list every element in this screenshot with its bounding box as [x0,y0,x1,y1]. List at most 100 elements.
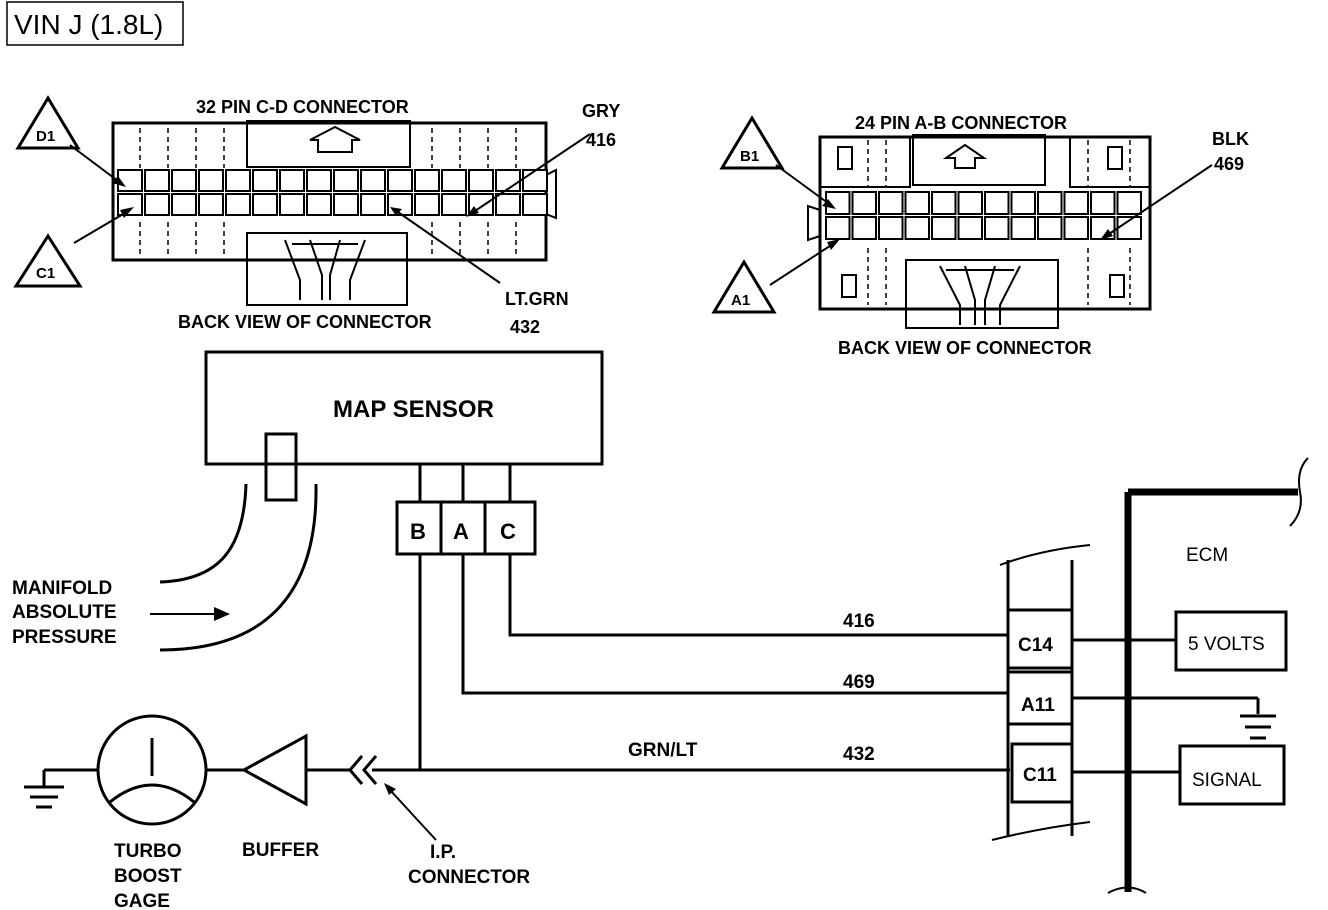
connector-pin [441,193,467,216]
terminal-a-label: A [453,519,469,544]
connector-pin [225,169,251,192]
diagram-title: VIN J (1.8L) [14,9,163,40]
connector-pin [984,216,1010,240]
ecm-label: ECM [1186,545,1228,566]
wire-gry-color: GRY [582,101,620,121]
connector-pin [144,193,170,216]
gage-label-2: BOOST [114,866,182,887]
connector-cd: 32 PIN C-D CONNECTOR BACK VIEW OF CONNEC… [13,95,620,337]
connector-pin [825,216,851,240]
ip-arrow-icon [384,783,396,795]
connector-pin [904,216,930,240]
connector-pin [441,169,467,192]
connector-pin [252,169,278,192]
turbo-boost-gage: TURBO BOOST GAGE [24,714,208,910]
ip-label-2: CONNECTOR [408,867,530,888]
connector-pin [144,169,170,192]
connector-pin [279,169,305,192]
gage-label-1: TURBO [114,841,182,862]
ecm-pin-a11: A11 [1021,695,1055,716]
connector-pin [333,193,359,216]
connector-pin [279,193,305,216]
five-volts-label: 5 VOLTS [1188,634,1265,655]
connector-pin [878,191,904,215]
manifold-line-3: PRESSURE [12,627,117,648]
connector-pin [1037,191,1063,215]
signal-label: SIGNAL [1192,770,1262,791]
connector-pin [387,169,413,192]
wire-blk-number: 469 [1214,154,1244,174]
gage-label-3: GAGE [114,891,170,910]
connector-pin [198,169,224,192]
connector-pin [522,169,548,192]
connector-cd-title: 32 PIN C-D CONNECTOR [196,97,409,117]
connector-cd-caption: BACK VIEW OF CONNECTOR [178,312,432,332]
connector-pin [957,216,983,240]
connector-pin [387,193,413,216]
connector-pin [1063,191,1089,215]
connector-ab-caption: BACK VIEW OF CONNECTOR [838,338,1092,358]
ecm-ground-icon [1240,714,1276,740]
connector-pin [1063,216,1089,240]
connector-pin [198,193,224,216]
terminal-b-label: B [410,519,426,544]
buffer: BUFFER [206,733,350,861]
connector-pin [957,191,983,215]
pin-d1-label: D1 [36,128,55,145]
ip-label-1: I.P. [430,842,456,863]
connector-ab-title: 24 PIN A-B CONNECTOR [855,113,1067,133]
connector-pin [495,193,521,216]
ecm: C14 A11 C11 ECM 5 VOLTS SIGNAL [991,457,1309,894]
connector-pin [171,193,197,216]
connector-pin [468,169,494,192]
ip-connector: I.P. CONNECTOR [348,755,530,888]
manifold-label: MANIFOLD ABSOLUTE PRESSURE [12,578,230,648]
connector-pin [931,216,957,240]
connector-pin [306,193,332,216]
wire-416-label: 416 [843,611,875,632]
pin-c1-label: C1 [36,265,55,282]
connector-ab: 24 PIN A-B CONNECTOR BACK VIEW OF CONNEC… [711,113,1249,358]
wire-gry-number: 416 [586,130,616,150]
ecm-pin-c11: C11 [1023,765,1057,786]
terminal-c-label: C [500,519,516,544]
connector-pin [851,191,877,215]
wire-469-label: 469 [843,672,875,693]
pressure-arrow-icon [214,607,230,621]
connector-pin [171,169,197,192]
connector-pin [878,216,904,240]
connector-pin [1010,216,1036,240]
wire-grn-lt-label: GRN/LT [628,740,698,761]
connector-cd-pin-grid [117,169,548,216]
connector-pin [984,191,1010,215]
connector-pin [1116,191,1142,215]
connector-pin [252,193,278,216]
connector-pin [851,216,877,240]
title-box: VIN J (1.8L) [6,1,184,46]
ground-icon [24,785,64,809]
wire-blk-color: BLK [1212,129,1249,149]
manifold-line-2: ABSOLUTE [12,602,117,623]
connector-pin [1037,216,1063,240]
wire-ltgrn-color: LT.GRN [505,289,569,309]
map-sensor-label: MAP SENSOR [333,396,494,423]
connector-pin [414,193,440,216]
connector-pin [904,191,930,215]
wiring: 416 469 GRN/LT 432 [372,554,1010,772]
manifold-line-1: MANIFOLD [12,578,112,599]
connector-pin [1090,191,1116,215]
connector-pin [225,193,251,216]
wire-ltgrn-number: 432 [510,317,540,337]
pin-a1-label: A1 [731,292,750,309]
connector-ab-pin-grid [825,191,1142,240]
connector-pin [522,193,548,216]
ecm-pin-c14: C14 [1018,635,1053,656]
connector-pin [360,193,386,216]
connector-pin [931,191,957,215]
wire-432-label: 432 [843,744,875,765]
connector-pin [360,169,386,192]
buffer-label: BUFFER [242,840,319,861]
connector-pin [1010,191,1036,215]
pin-b1-label: B1 [740,148,759,165]
